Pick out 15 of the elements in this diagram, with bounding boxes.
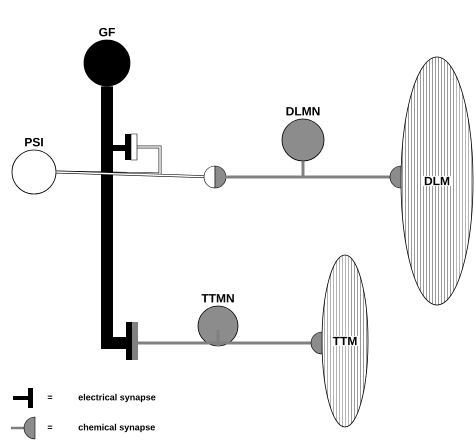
synapse-connection <box>216 332 322 354</box>
node-label: PSI <box>25 138 43 146</box>
legend-text: chemical synapse <box>78 424 155 432</box>
node-label: DLMN <box>286 107 320 116</box>
node-label: TTMN <box>201 294 234 302</box>
neuron-soma: DLMN <box>282 107 324 162</box>
synapse-connection <box>101 86 220 360</box>
node-label: GF <box>99 28 115 36</box>
neuron-soma: GF <box>84 28 130 86</box>
synapse-connection <box>302 161 402 188</box>
neuron-soma: TTMN <box>198 294 238 346</box>
legend-text: electrical synapse <box>78 394 156 402</box>
equals-sign: = <box>48 396 52 400</box>
neuron-soma: PSI <box>12 138 56 194</box>
equals-sign: = <box>48 426 52 430</box>
